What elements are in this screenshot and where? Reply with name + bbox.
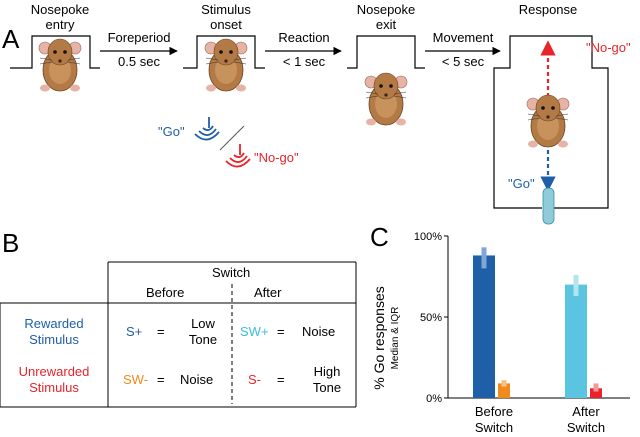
response-go-label: "Go" (508, 176, 535, 191)
stage-stimulus-onset-box (183, 35, 265, 92)
foreperiod-label: Foreperiod (107, 30, 171, 45)
chart-ylabel: % Go responses (371, 286, 387, 390)
bar (473, 255, 495, 398)
row-rewarded-label: Rewarded Stimulus (24, 316, 84, 347)
stage-label-exit: Nosepoke exit (356, 2, 416, 32)
after-header: After (254, 285, 282, 300)
row-unrewarded-after-val: High Tone (312, 364, 342, 395)
iqr-bar (593, 383, 599, 392)
row-unrewarded-before-sym: SW- (123, 372, 149, 387)
before-header: Before (146, 285, 185, 300)
row-unrewarded-before-val: Noise (180, 372, 214, 387)
stage-label-entry: Nosepoke entry (30, 2, 90, 32)
stage-response-box (493, 35, 609, 225)
row-rewarded-after-eq: = (277, 324, 285, 339)
cue-nogo-label: "No-go" (254, 150, 299, 165)
category-label: Switch (475, 420, 513, 435)
row-rewarded-before-val: Low Tone (188, 316, 218, 347)
category-label: Before (475, 404, 513, 419)
row-unrewarded-label: Unrewarded Stimulus (18, 364, 90, 395)
nogo-sound-icon (225, 144, 251, 168)
chart-bars (473, 247, 602, 398)
bar (565, 284, 587, 398)
go-sound-icon (194, 117, 220, 141)
y-tick-label: 100% (414, 231, 442, 243)
panel-a-diagram (10, 35, 609, 225)
iqr-bar (501, 380, 507, 387)
switch-header: Switch (212, 265, 251, 280)
row-rewarded-before-sym: S+ (126, 324, 143, 339)
panel-a-letter: A (2, 24, 20, 54)
row-unrewarded-before-eq: = (157, 372, 165, 387)
reaction-label: Reaction (278, 30, 330, 45)
category-label: After (572, 404, 600, 419)
category-label: Switch (567, 420, 605, 435)
y-tick-label: 50% (420, 312, 442, 324)
iqr-bar (573, 274, 579, 296)
row-rewarded-after-val: Noise (302, 324, 336, 339)
foreperiod-value: 0.5 sec (118, 54, 160, 69)
stage-label-response: Response (518, 2, 578, 17)
chart-ticks: 0% 50% 100% (414, 231, 448, 405)
row-unrewarded-after-eq: = (277, 372, 285, 387)
response-nogo-label: "No-go" (586, 40, 631, 55)
row-rewarded-before-eq: = (157, 324, 165, 339)
stage-nosepoke-entry-box (10, 35, 100, 92)
stage-nosepoke-exit-box (347, 35, 425, 126)
iqr-bar (481, 247, 487, 269)
stage-label-stimulus: Stimulus onset (201, 2, 251, 32)
y-tick-label: 0% (426, 393, 442, 405)
bar (590, 388, 602, 398)
chart-ylabel-sub: Median & IQR (390, 307, 401, 370)
water-port-icon (542, 187, 555, 225)
cue-go-label: "Go" (158, 124, 185, 139)
panel-b-letter: B (2, 228, 20, 258)
movement-value: < 5 sec (441, 54, 485, 69)
reaction-value: < 1 sec (282, 54, 326, 69)
row-unrewarded-after-sym: S- (248, 372, 261, 387)
bar (498, 383, 510, 398)
panel-c-letter: C (370, 222, 389, 252)
movement-label: Movement (432, 30, 494, 45)
row-rewarded-after-sym: SW+ (240, 324, 269, 339)
cue-divider (219, 125, 245, 151)
